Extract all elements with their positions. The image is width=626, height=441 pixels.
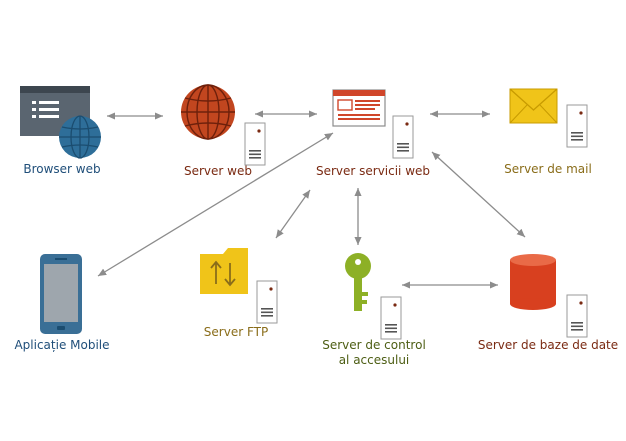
smartphone-icon xyxy=(40,254,82,334)
label-browser-web: Browser web xyxy=(23,162,101,176)
web-service-window-icon xyxy=(332,89,386,127)
folder-transfer-icon xyxy=(200,248,248,294)
edge-services-database xyxy=(431,151,526,238)
label-line-1: Server de control xyxy=(322,338,426,352)
envelope-icon xyxy=(509,88,558,124)
edge-services-mobile xyxy=(97,132,334,277)
label-aplicatie-mobile: Aplicație Mobile xyxy=(14,338,110,352)
connections xyxy=(97,110,526,289)
label-server-web: Server web xyxy=(184,164,252,178)
label-server-servicii-web: Server servicii web xyxy=(315,164,431,178)
edge-services-ftp xyxy=(275,189,311,239)
server-tower-icon xyxy=(256,280,278,324)
server-tower-icon xyxy=(566,294,588,338)
label-server-control-acces: Server de control al accesului xyxy=(314,338,434,368)
server-tower-icon xyxy=(392,115,414,159)
label-server-mail: Server de mail xyxy=(504,162,592,176)
label-line-2: al accesului xyxy=(338,353,410,367)
globe-icon xyxy=(181,84,235,140)
label-server-baze-date: Server de baze de date xyxy=(477,338,619,352)
database-cylinder-icon xyxy=(510,254,556,310)
browser-window-globe-icon xyxy=(20,86,101,159)
server-tower-icon xyxy=(566,104,588,148)
key-icon xyxy=(345,253,371,311)
server-tower-icon xyxy=(244,122,266,166)
server-tower-icon xyxy=(380,296,402,340)
label-server-ftp: Server FTP xyxy=(203,325,269,339)
